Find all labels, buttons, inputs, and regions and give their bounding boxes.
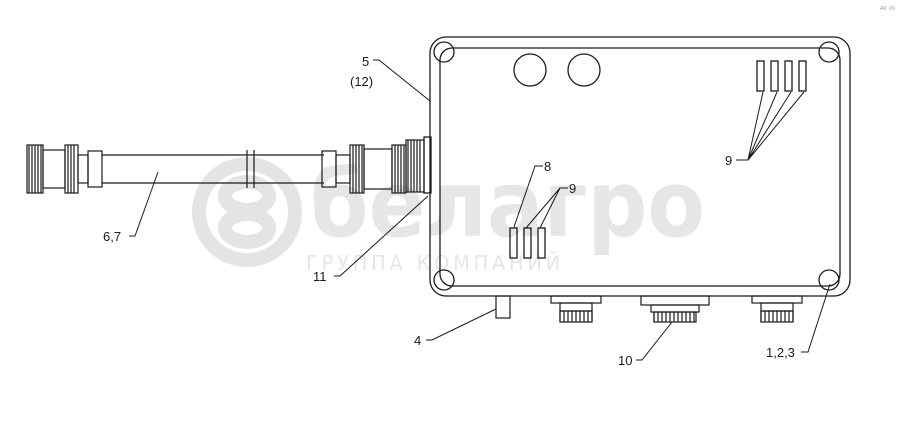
callout-5: 5 — [362, 54, 369, 69]
callout-11: 11 — [313, 269, 327, 284]
callout-6-7: 6,7 — [103, 229, 121, 244]
callout-9-lower: 9 — [569, 181, 576, 196]
fuse-slot — [798, 60, 807, 92]
bottom-connectors — [495, 295, 803, 323]
callout-1-2-3: 1,2,3 — [766, 345, 795, 360]
callout-10: 10 — [618, 353, 632, 368]
bottom-connector-right — [751, 295, 803, 323]
cable-plug-right — [321, 139, 425, 194]
fuse-slot — [523, 227, 532, 259]
fuse-slot — [509, 227, 518, 259]
corner-code: АК ·09 — [880, 6, 895, 12]
cable-hose — [102, 150, 324, 188]
cable-assembly — [26, 139, 425, 194]
leader-lines — [129, 59, 831, 361]
fuse-slot — [756, 60, 765, 92]
callout-8: 8 — [544, 159, 551, 174]
mount-hole-top-right — [818, 41, 840, 63]
fuse-slot — [770, 60, 779, 92]
box-inner-frame — [439, 47, 841, 287]
watermark: белагро ГРУППА КОМПАНИЙ — [192, 151, 705, 275]
callout-9-upper: 9 — [725, 153, 732, 168]
mount-hole-bottom-left — [433, 269, 455, 291]
round-window-right — [567, 53, 601, 87]
fuse-slot — [784, 60, 793, 92]
callout-labels: 5 (12) 6,7 11 8 9 9 4 10 1,2,3 — [103, 54, 795, 368]
callout-4: 4 — [414, 333, 421, 348]
control-box — [423, 36, 851, 297]
fuse-slot — [537, 227, 546, 259]
watermark-brand: белагро — [310, 151, 705, 258]
mount-hole-top-left — [433, 41, 455, 63]
cable-plug-left — [26, 144, 103, 194]
bottom-connector-left — [550, 295, 602, 323]
callout-12: (12) — [350, 74, 373, 89]
terminal-stub — [495, 295, 511, 319]
round-window-left — [513, 53, 547, 87]
watermark-tagline: ГРУППА КОМПАНИЙ — [306, 251, 564, 275]
mount-hole-bottom-right — [818, 269, 840, 291]
bottom-connector-middle — [640, 295, 710, 323]
box-outer-frame — [429, 36, 851, 297]
